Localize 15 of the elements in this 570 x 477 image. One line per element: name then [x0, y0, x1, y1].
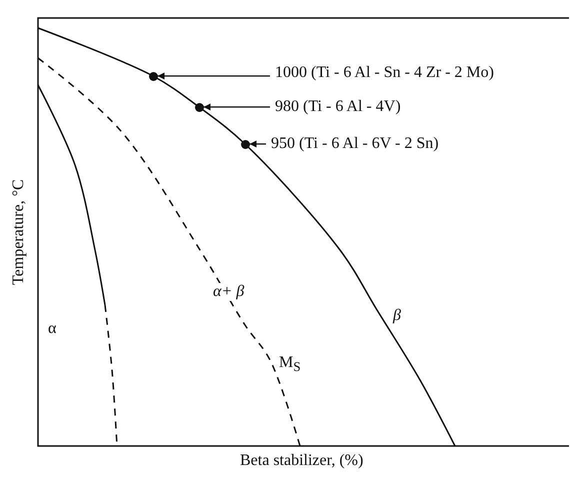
alloy-label: 980 (Ti - 6 Al - 4V): [270, 98, 401, 116]
phase-label: α+ β: [213, 283, 244, 301]
leader-arrow: [158, 72, 270, 80]
data-point-dot: [194, 102, 204, 112]
phase-label: β: [393, 307, 401, 325]
curve-label: M$_{S}$: [279, 354, 301, 376]
alloy-label: 950 (Ti - 6 Al - 6V - 2 Sn): [266, 135, 439, 153]
leader-arrow: [204, 104, 270, 110]
axis-title: Temperature, °C: [10, 179, 28, 285]
alloy-label: 1000 (Ti - 6 Al - Sn - 4 Zr - 2 Mo): [270, 64, 494, 82]
phase-label: α: [48, 320, 56, 338]
data-point-dot: [240, 140, 250, 148]
leader-arrow: [250, 140, 266, 148]
data-point-dot: [148, 72, 158, 80]
axis-title: Beta stabilizer, (%): [240, 452, 364, 470]
